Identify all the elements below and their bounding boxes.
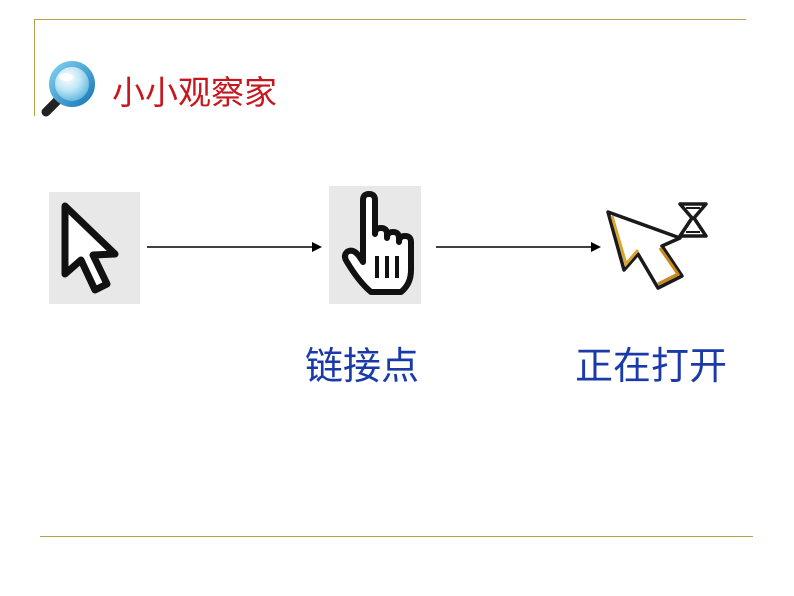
section-title: 小小观察家 [112, 73, 277, 112]
frame-top-rule [34, 19, 746, 20]
flow-arrow [436, 240, 601, 254]
hand-pointer-icon [329, 186, 421, 304]
frame-bottom-rule [40, 536, 753, 537]
magnifier-icon [34, 58, 100, 124]
frame-left-rule [34, 19, 35, 116]
flow-arrow [147, 240, 322, 254]
arrow-pointer-icon [49, 192, 140, 304]
busy-pointer-icon [598, 196, 716, 300]
cursor-label-link: 链接点 [305, 344, 420, 388]
cursor-label-opening: 正在打开 [575, 344, 728, 388]
